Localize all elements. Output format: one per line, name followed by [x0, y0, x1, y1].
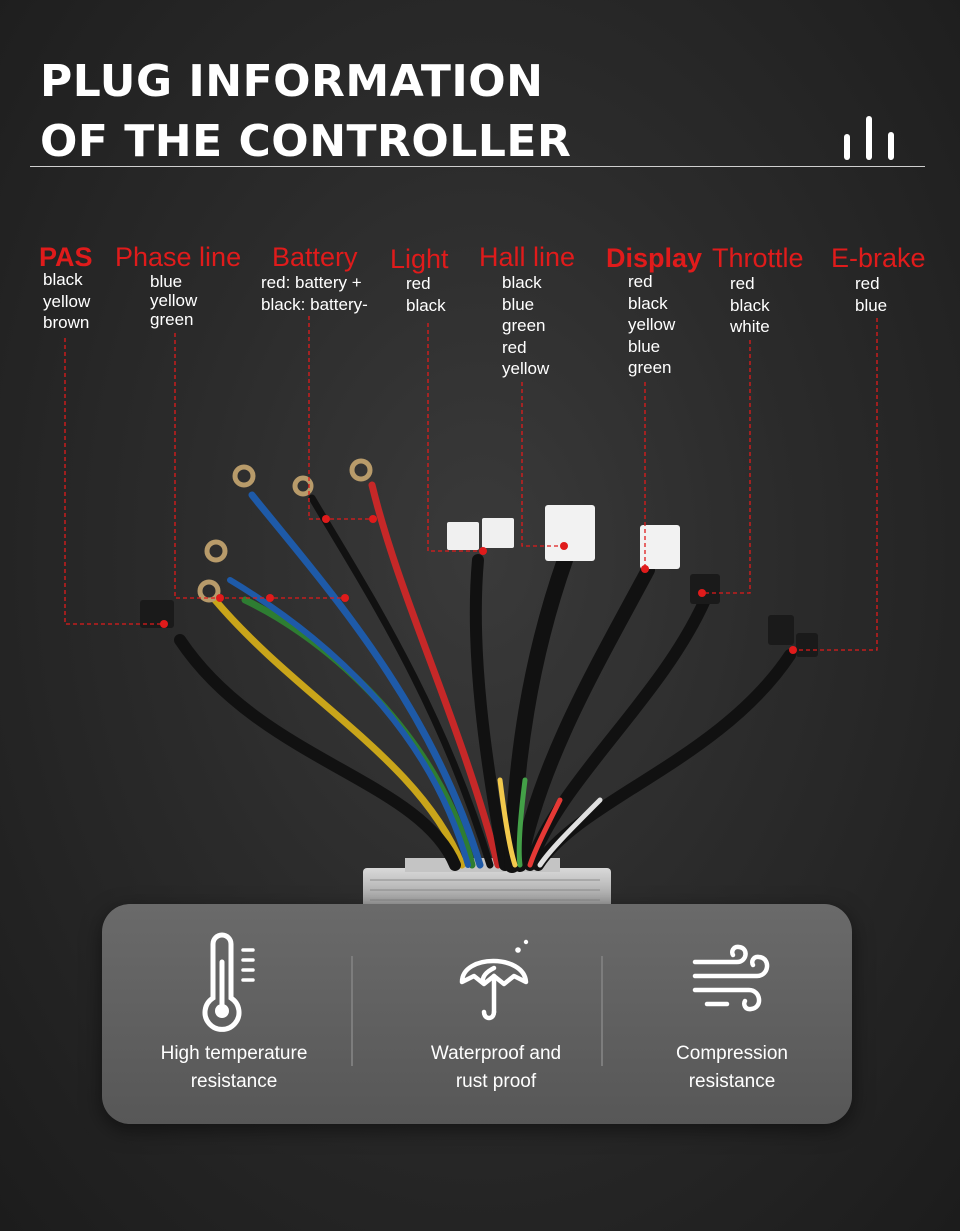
- wire-color: red: battery +: [261, 273, 362, 292]
- wire-color: yellow: [502, 359, 550, 378]
- ebrake-wire-list: red blue: [855, 273, 887, 316]
- thermometer-icon: [114, 932, 354, 1032]
- pas-wire-list: black yellow brown: [43, 269, 90, 334]
- header-divider: [30, 166, 925, 167]
- label-pas: PAS: [39, 242, 93, 272]
- wire-color: black: [406, 295, 446, 315]
- label-hall-line: Hall line: [479, 242, 576, 272]
- wire-color: red: [628, 272, 653, 291]
- wire-color: black: [502, 273, 542, 292]
- title-line-1: PLUG INFORMATION: [40, 56, 544, 107]
- page-title: PLUG INFORMATION OF THE CONTROLLER: [40, 52, 571, 172]
- wire-color: blue: [150, 272, 183, 291]
- wire-color: black: [730, 295, 770, 315]
- hall-connector: [545, 505, 595, 561]
- wire-color: brown: [43, 313, 90, 332]
- title-line-2: OF THE CONTROLLER: [40, 116, 572, 167]
- wire-color: black: battery-: [261, 294, 368, 314]
- label-e-brake: E-brake: [831, 243, 926, 273]
- wire-color: green: [150, 310, 194, 329]
- label-battery: Battery: [272, 242, 358, 272]
- wire-color: black: [628, 293, 668, 313]
- label-throttle: Throttle: [712, 243, 804, 273]
- wire-color: red: [730, 274, 755, 293]
- label-display: Display: [606, 243, 703, 273]
- feature-high-temperature: High temperature resistance: [114, 932, 354, 1096]
- throttle-connector: [690, 574, 720, 604]
- wire-color: red: [502, 337, 527, 357]
- features-panel: High temperature resistance Waterproof a…: [102, 904, 852, 1124]
- wire-color: red: [406, 274, 431, 293]
- controller-wiring-illustration: [64, 316, 878, 908]
- light-connector: [447, 522, 479, 550]
- throttle-wire-list: red black white: [730, 273, 770, 338]
- wire-color: yellow: [150, 291, 198, 310]
- feature-compression: Compression resistance: [612, 932, 852, 1096]
- wire-color: black: [43, 270, 83, 289]
- umbrella-icon: [376, 932, 616, 1032]
- wire-color: green: [628, 358, 672, 377]
- wire-color: green: [502, 316, 546, 335]
- feature-label: High temperature resistance: [160, 1043, 308, 1092]
- feature-divider: [601, 956, 603, 1066]
- bar-chart-icon: [842, 112, 896, 160]
- wire-color: white: [730, 317, 770, 336]
- ebrake-connector: [768, 615, 794, 645]
- light-wire-list: red black: [406, 273, 446, 316]
- display-wire-list: red black yellow blue green: [628, 271, 675, 379]
- phase-wire-list: blue yellow green: [150, 272, 197, 329]
- feature-divider: [351, 956, 353, 1066]
- controller-box: [363, 868, 611, 908]
- label-light: Light: [390, 244, 449, 274]
- wire-color: red: [855, 274, 880, 293]
- feature-waterproof: Waterproof and rust proof: [376, 932, 616, 1096]
- battery-wire-list: red: battery + black: battery-: [261, 272, 368, 315]
- wire-color: yellow: [628, 315, 676, 334]
- display-connector: [640, 525, 680, 569]
- hall-wire-list: black blue green red yellow: [502, 272, 549, 380]
- wire-color: blue: [628, 336, 661, 356]
- feature-label: Waterproof and rust proof: [430, 1043, 562, 1092]
- wire-color: blue: [855, 295, 888, 315]
- wind-icon: [612, 932, 852, 1032]
- wire-color: blue: [502, 294, 535, 314]
- feature-label: Compression resistance: [676, 1043, 788, 1092]
- wire-color: yellow: [43, 291, 91, 311]
- label-phase-line: Phase line: [115, 242, 242, 272]
